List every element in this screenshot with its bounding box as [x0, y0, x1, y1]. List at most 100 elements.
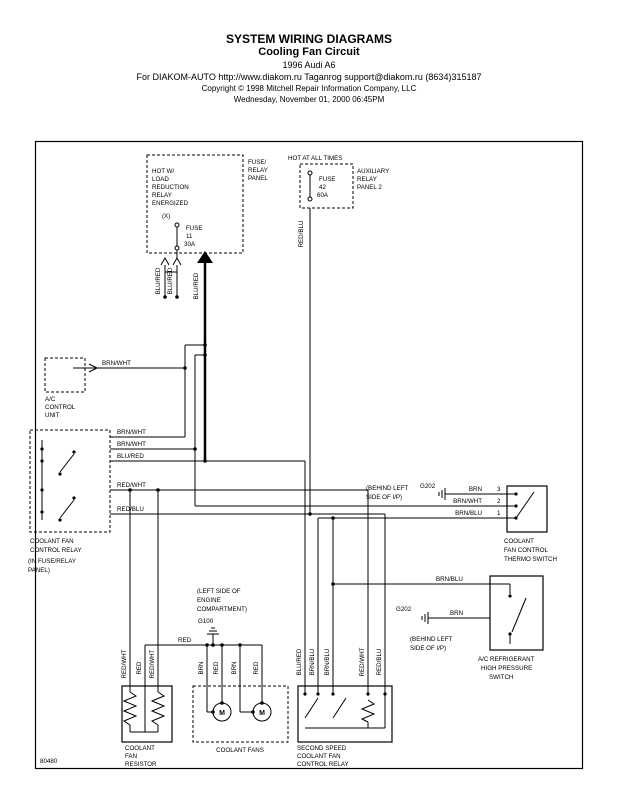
second-speed-relay: SECOND SPEED COOLANT FAN CONTROL RELAY	[297, 685, 393, 768]
wire-label-red-wht: RED/WHT	[117, 482, 146, 489]
motor-m-label: M	[259, 710, 265, 717]
wire-label-brn-blu: BRN/BLU	[455, 510, 482, 517]
power-right-fuse-panel: HOT AT ALL TIMES FUSE 42 60A AUXILIARY R…	[288, 155, 389, 209]
engine-compartment-label-1: (LEFT SIDE OF	[197, 588, 241, 595]
ground-g202-label: G202	[396, 606, 412, 613]
report-header: SYSTEM WIRING DIAGRAMS Cooling Fan Circu…	[0, 32, 618, 105]
thermo-switch-box	[506, 485, 548, 533]
diagram-border	[34, 140, 584, 770]
fan-relay-label-1: COOLANT FAN	[30, 538, 74, 545]
wire-label-red-wht: RED/WHT	[359, 647, 366, 676]
bottom-wire-labels: RED/WHT RED RED/WHT BRN RED BRN RED BLU/…	[121, 647, 383, 678]
thermo-switch-label-1: COOLANT	[504, 538, 534, 545]
fuse11-number: 11	[186, 233, 193, 240]
report-subtitle: Cooling Fan Circuit	[258, 46, 360, 58]
wire-label-red-wht: RED/WHT	[149, 649, 156, 678]
second-relay-label-3: CONTROL RELAY	[297, 761, 349, 768]
aux-relay-panel-box	[299, 163, 354, 209]
wire-label-red: RED	[136, 661, 143, 675]
resistor-symbol-icon	[122, 691, 138, 726]
aux-panel-label-1: AUXILIARY	[357, 168, 389, 175]
ground-g100-label: G100	[198, 618, 214, 625]
wire-label-brn: BRN	[198, 661, 205, 674]
coolant-fan-control-relay: COOLANT FAN CONTROL RELAY (IN FUSE/RELAY…	[28, 429, 111, 574]
wire-label-brn-wht: BRN/WHT	[102, 360, 131, 367]
hp-switch-label-1: A/C REFRIGERANT	[478, 656, 535, 663]
fuse42-label: FUSE	[319, 176, 336, 183]
resistor-symbol-icon	[150, 691, 166, 726]
second-speed-relay-box	[297, 685, 393, 743]
wire-label-brn-blu: BRN/BLU	[324, 649, 331, 676]
wire-label-blu-red: BLU/RED	[167, 267, 174, 294]
vehicle-name: 1996 Audi A6	[282, 60, 336, 70]
behind-ip-label-2: SIDE OF I/P)	[410, 645, 446, 652]
hp-switch-box	[489, 575, 544, 651]
motor-m-label: M	[219, 710, 225, 717]
thermo-switch-wires: G202 (BEHIND LEFT SIDE OF I/P) BRN 3 BRN…	[195, 483, 507, 686]
engine-compartment-label-2: ENGINE	[197, 597, 221, 604]
behind-ip-label-1: (BEHIND LEFT	[410, 636, 453, 643]
wire-label-blu-red: BLU/RED	[193, 272, 200, 299]
wire-label-red: RED	[213, 661, 220, 675]
bus-arrow-icon	[197, 251, 213, 263]
fan-control-relay-box	[29, 429, 111, 533]
aux-panel-label-3: PANEL 2	[357, 184, 382, 191]
ground-g100-wires: (LEFT SIDE OF ENGINE COMPARTMENT) G100 R…	[144, 588, 263, 713]
x-mark-label: (X)	[162, 213, 170, 220]
thermo-switch-label-2: FAN CONTROL	[504, 547, 549, 554]
power-left-wires: BLU/RED BLU/RED BLU/RED	[155, 250, 213, 506]
behind-ip-label-1: (BEHIND LEFT	[366, 485, 409, 492]
resistor-label-1: COOLANT	[125, 745, 155, 752]
second-relay-label-2: COOLANT FAN	[297, 753, 341, 760]
wire-label-brn-wht: BRN/WHT	[117, 441, 146, 448]
fuse-panel-label-1: FUSE/	[248, 159, 267, 166]
wire-label-red-blu: RED/BLU	[117, 506, 144, 513]
wire-label-brn: BRN	[450, 610, 463, 617]
wire-label-brn: BRN	[231, 661, 238, 674]
resistor-box	[121, 685, 173, 743]
hot-load-label-4: RELAY	[152, 192, 172, 199]
relay-output-wires: BRN/WHT BRN/WHT BLU/RED RED/WHT RED/BLU	[110, 429, 386, 686]
wire-label-brn-blu: BRN/BLU	[436, 576, 463, 583]
power-left-fuse-panel: HOT W/ LOAD REDUCTION RELAY ENERGIZED (X…	[146, 154, 268, 254]
behind-ip-label-2: SIDE OF I/P)	[366, 494, 402, 501]
coolant-fan-resistor: COOLANT FAN RESISTOR	[121, 685, 173, 768]
connector-arrow-icon	[160, 256, 170, 266]
wire-label-red: RED	[253, 661, 260, 675]
fuse42-amps: 60A	[317, 192, 329, 199]
coolant-fans: M M COOLANT FANS	[192, 685, 289, 754]
hot-load-label-1: HOT W/	[152, 168, 175, 175]
fuse11-amps: 30A	[184, 241, 196, 248]
coolant-fans-box	[192, 685, 289, 743]
pin-2-label: 2	[497, 498, 501, 505]
distributor-line: For DIAKOM-AUTO http://www.diakom.ru Tag…	[136, 72, 482, 82]
connector-arrow-icon	[88, 363, 99, 373]
wire-label-brn-wht: BRN/WHT	[117, 429, 146, 436]
wire-label-blu-red: BLU/RED	[296, 648, 303, 675]
resistor-label-2: FAN	[125, 753, 137, 760]
hot-load-label-2: LOAD	[152, 176, 169, 183]
fan-relay-label-4: PANEL)	[28, 567, 50, 574]
fan-relay-label-3: (IN FUSE/RELAY	[28, 558, 76, 565]
ac-high-pressure-switch: A/C REFRIGERANT HIGH PRESSURE SWITCH	[478, 575, 544, 681]
fuse11-terminal-top-icon	[174, 222, 180, 228]
wire-label-red-blu: RED/BLU	[376, 649, 383, 676]
hp-switch-wires: G202 BRN (BEHIND LEFT SIDE OF I/P)	[396, 606, 490, 652]
wire-label-blu-red: BLU/RED	[117, 453, 144, 460]
ac-control-unit: A/C CONTROL UNIT	[44, 357, 86, 419]
fan-relay-label-2: CONTROL RELAY	[30, 547, 82, 554]
ac-control-unit-label-1: A/C	[45, 396, 56, 403]
wire-label-red-blu: RED/BLU	[298, 221, 305, 248]
connector-arrow-icon	[172, 256, 182, 266]
hot-at-all-times-label: HOT AT ALL TIMES	[288, 155, 342, 162]
wire-label-brn-wht: BRN/WHT	[453, 498, 482, 505]
fuse42-terminal-top-icon	[307, 170, 313, 176]
page-number: 80480	[40, 758, 58, 765]
ac-control-unit-label-2: CONTROL	[45, 404, 76, 411]
fuse42-number: 42	[319, 184, 326, 191]
ac-control-unit-box	[44, 357, 86, 393]
hot-load-label-5: ENERGIZED	[152, 200, 189, 207]
coolant-fan-thermo-switch: COOLANT FAN CONTROL THERMO SWITCH	[504, 485, 557, 563]
